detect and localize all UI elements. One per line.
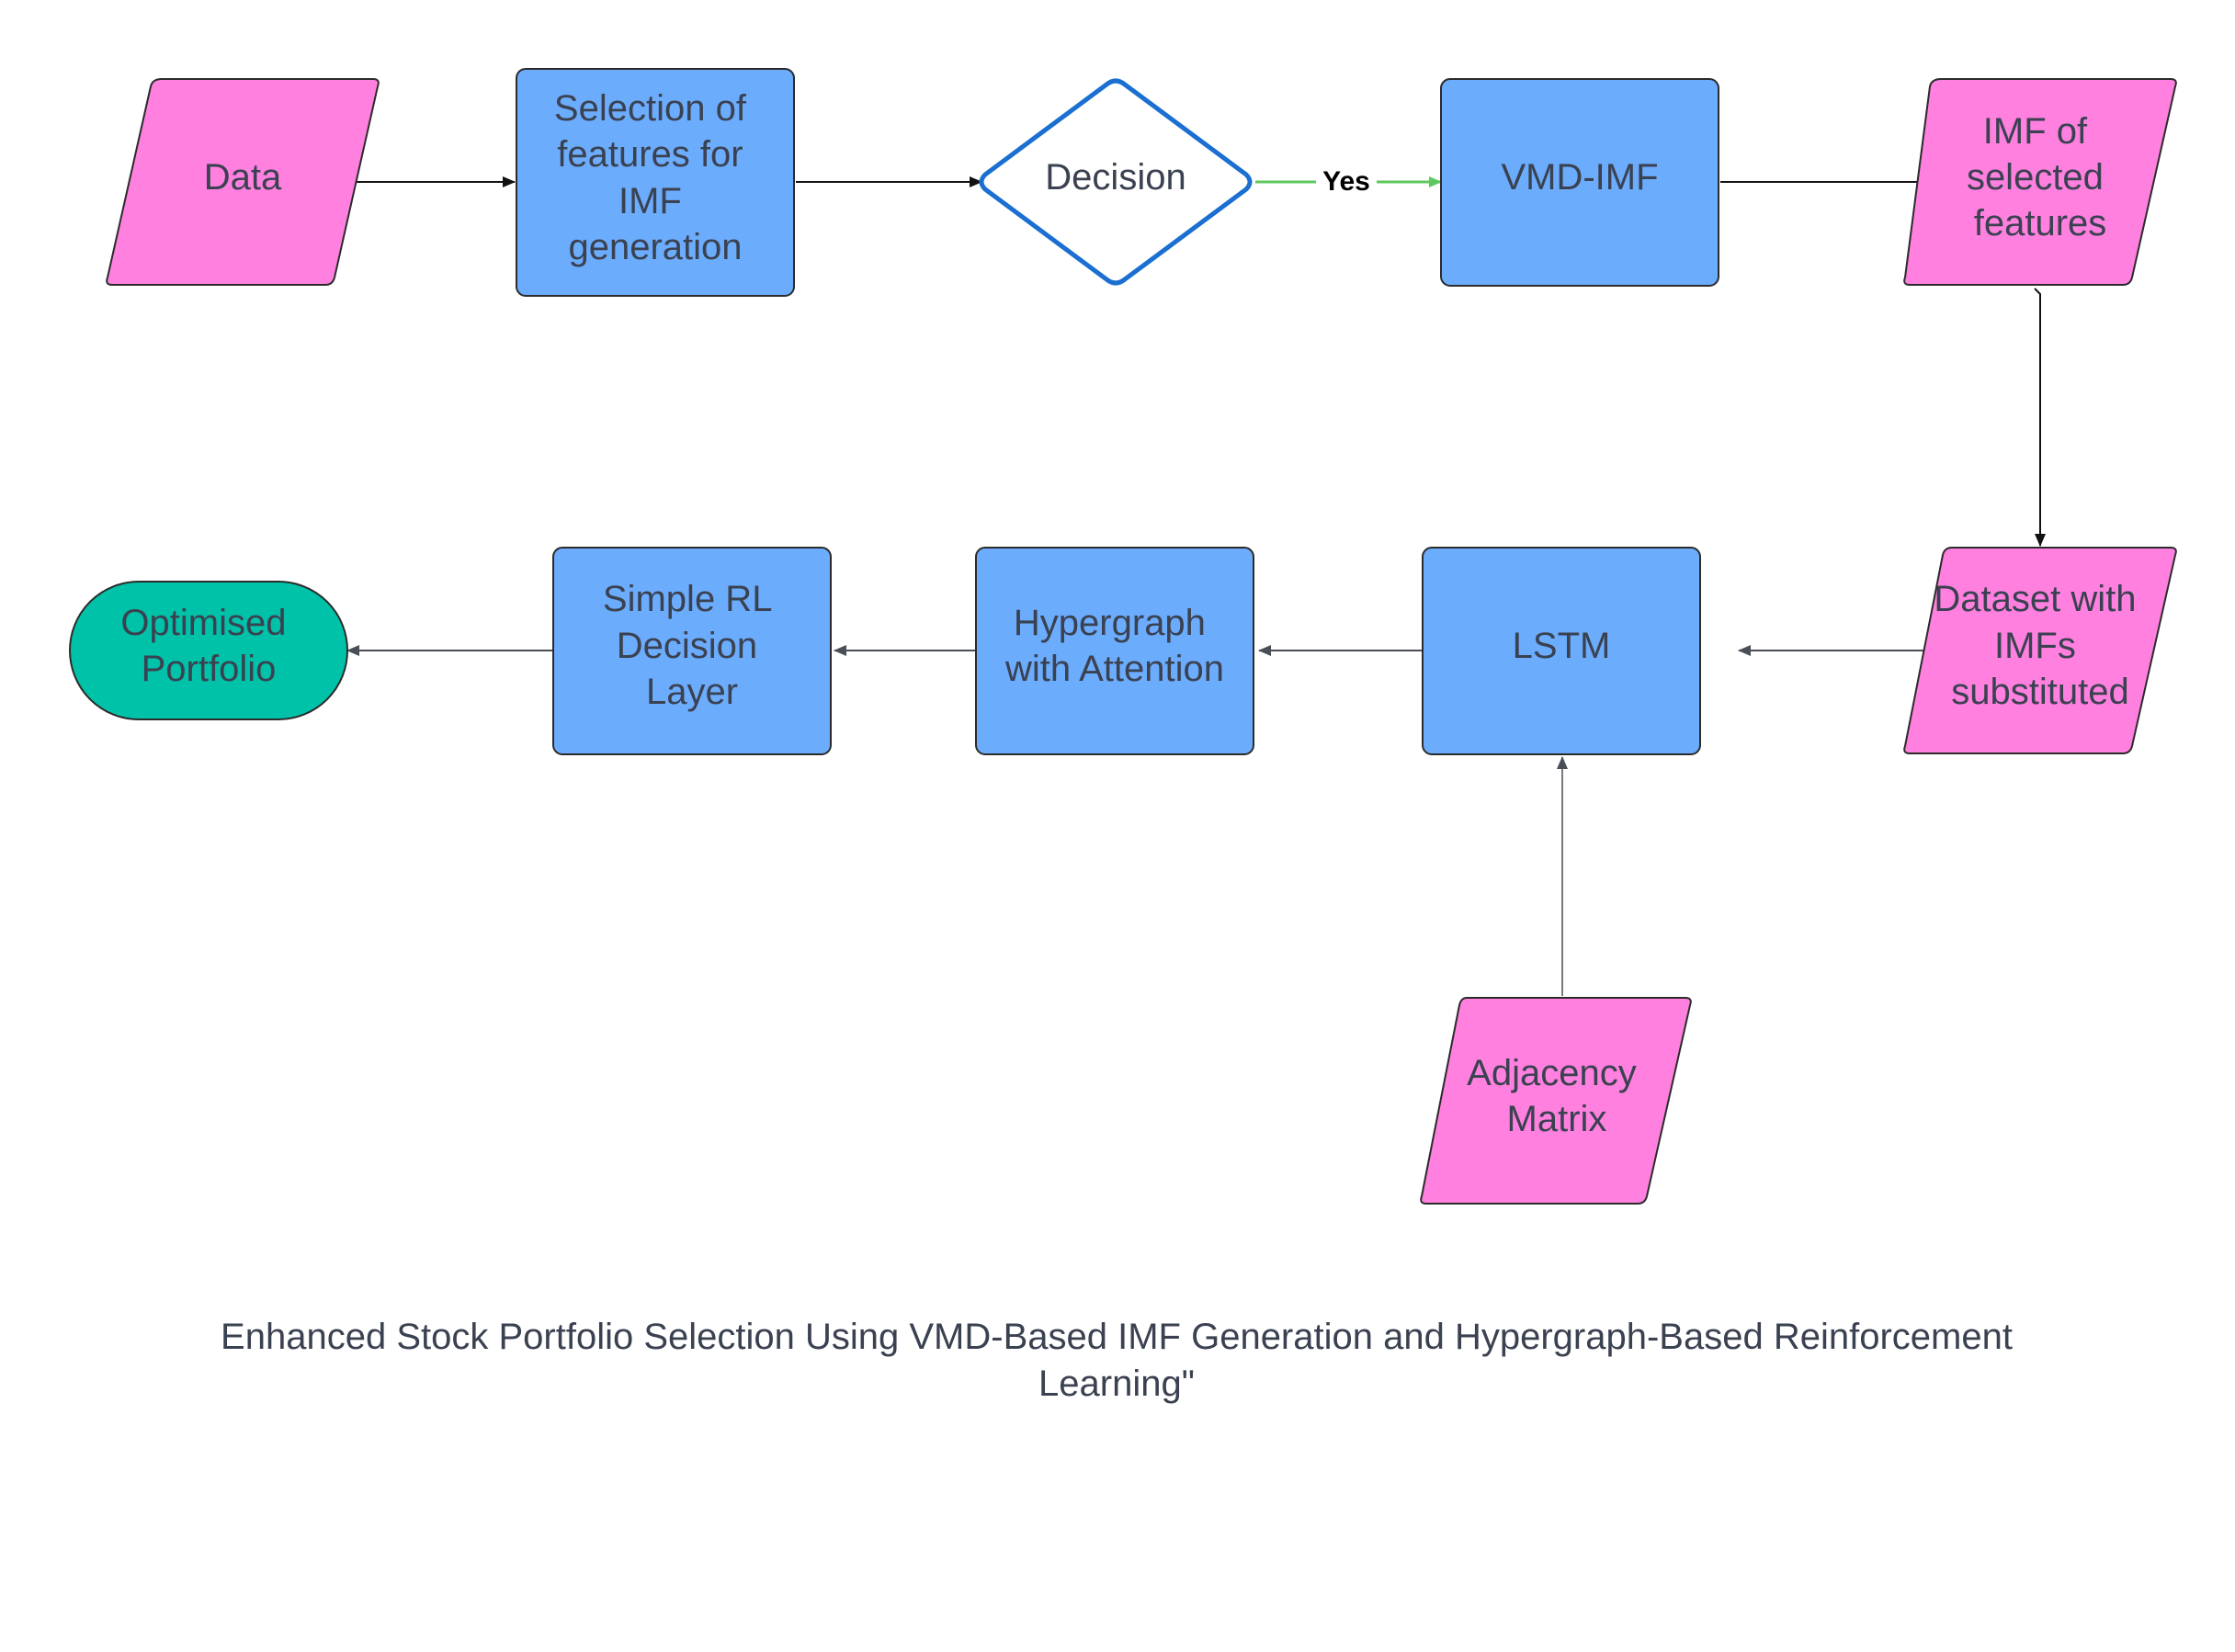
edge-imf-selected-to-dataset — [2034, 288, 2046, 547]
node-vmd-imf-line-1: VMD-IMF — [1501, 157, 1658, 198]
node-vmd-imf-shape — [1440, 78, 1719, 287]
node-imf-selected-label: IMF of selected features — [1967, 111, 2114, 243]
node-optimised-shape — [69, 581, 348, 720]
node-hypergraph: Hypergraph with Attention — [975, 547, 1254, 755]
node-selection-label: Selection of features for IMF generation — [554, 88, 756, 267]
node-optimised: Optimised Portfolio — [69, 581, 348, 720]
node-imf-selected-line-1: IMF of — [1983, 111, 2088, 152]
node-imf-selected-line-2: selected — [1967, 157, 2104, 198]
edges: Yes — [346, 164, 2046, 996]
node-dataset-imfs-line-1: Dataset with — [1934, 579, 2136, 619]
node-vmd-imf: VMD-IMF — [1440, 78, 1719, 287]
node-dataset-imfs-shape — [1903, 547, 2177, 754]
node-decision-line-1: Decision — [1045, 157, 1186, 198]
node-adjacency-line-2: Matrix — [1507, 1099, 1607, 1139]
node-data-line-1: Data — [204, 157, 282, 198]
node-imf-selected-shape — [1903, 78, 2177, 286]
node-lstm-shape — [1422, 547, 1701, 755]
node-data-label: Data — [204, 157, 282, 198]
node-lstm: LSTM — [1422, 547, 1701, 755]
node-optimised-line-1: Optimised — [120, 603, 286, 643]
node-dataset-imfs-line-2: IMFs — [1994, 626, 2076, 666]
node-vmd-imf-label: VMD-IMF — [1501, 157, 1658, 198]
node-dataset-imfs-label: Dataset with IMFs substituted — [1934, 579, 2146, 712]
node-optimised-line-2: Portfolio — [142, 649, 277, 689]
node-hypergraph-line-1: Hypergraph — [1014, 603, 1206, 643]
node-imf-selected-line-3: features — [1974, 203, 2107, 243]
node-optimised-label: Optimised Portfolio — [120, 603, 296, 689]
node-lstm-line-1: LSTM — [1513, 626, 1611, 666]
node-simple-rl-line-2: Decision — [617, 626, 757, 666]
edge-label-yes: Yes — [1322, 166, 1370, 197]
node-adjacency-line-1: Adjacency — [1467, 1053, 1637, 1093]
node-adjacency-shape — [1420, 997, 1692, 1205]
node-imf-selected: IMF of selected features — [1903, 78, 2177, 286]
node-selection-line-1: Selection of — [554, 88, 747, 129]
node-simple-rl: Simple RL Decision Layer — [552, 547, 832, 755]
node-simple-rl-label: Simple RL Decision Layer — [603, 579, 781, 712]
node-adjacency-label: Adjacency Matrix — [1467, 1053, 1647, 1139]
node-selection-line-3: IMF — [618, 181, 682, 221]
node-decision: Decision — [979, 78, 1253, 286]
node-dataset-imfs-line-3: substituted — [1951, 672, 2128, 712]
node-dataset-imfs: Dataset with IMFs substituted — [1903, 547, 2177, 754]
node-hypergraph-label: Hypergraph with Attention — [1004, 603, 1224, 689]
node-simple-rl-line-1: Simple RL — [603, 579, 771, 619]
node-decision-label: Decision — [1045, 157, 1186, 198]
caption-line-1: Enhanced Stock Portfolio Selection Using… — [221, 1317, 2013, 1357]
node-selection-line-4: generation — [568, 227, 742, 267]
node-data-shape — [106, 78, 380, 286]
diagram-caption: Enhanced Stock Portfolio Selection Using… — [147, 1314, 2086, 1408]
node-selection: Selection of features for IMF generation — [516, 68, 795, 297]
node-selection-shape — [516, 68, 795, 297]
node-selection-line-2: features for — [557, 134, 743, 175]
node-hypergraph-line-2: with Attention — [1004, 649, 1224, 689]
node-data: Data — [106, 78, 380, 286]
node-lstm-label: LSTM — [1513, 626, 1611, 666]
node-hypergraph-shape — [975, 547, 1254, 755]
edge-label-yes-background — [1316, 164, 1377, 198]
node-adjacency: Adjacency Matrix — [1420, 997, 1692, 1205]
node-simple-rl-line-3: Layer — [646, 672, 738, 712]
caption-line-2: Learning" — [1038, 1363, 1195, 1404]
node-simple-rl-shape — [552, 547, 832, 755]
node-decision-shape — [979, 78, 1253, 286]
